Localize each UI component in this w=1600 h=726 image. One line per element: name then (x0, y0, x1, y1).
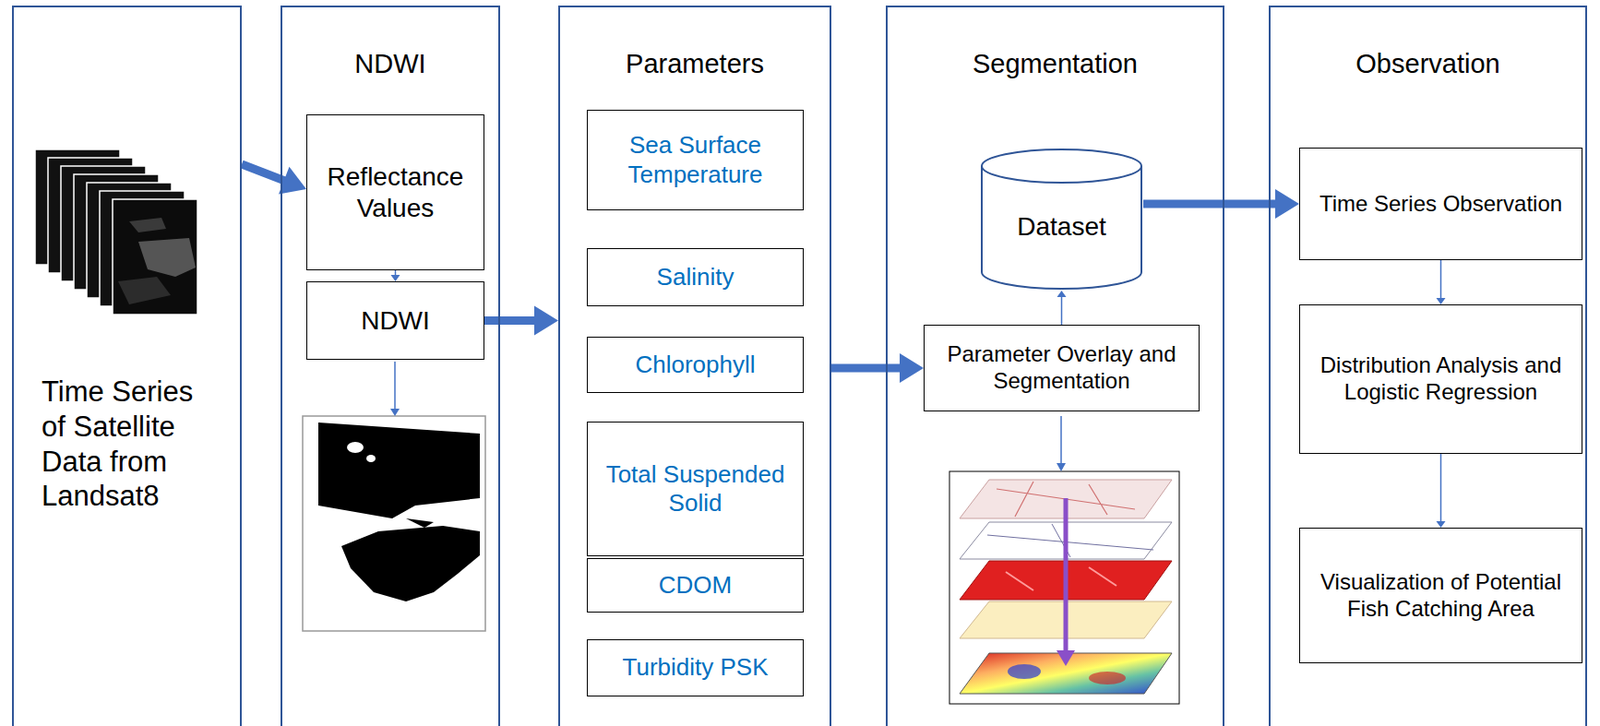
arrow-shaft (484, 316, 536, 325)
arrow-head (534, 306, 559, 336)
box-label: Salinity (587, 257, 803, 298)
step-arrow (1436, 260, 1446, 305)
database-cylinder: Dataset (979, 147, 1144, 291)
box-label: Dataset (979, 211, 1144, 291)
column-heading: Parameters (560, 47, 830, 81)
box-label: CDOM (587, 565, 803, 606)
arrow-head (1436, 298, 1446, 305)
arrow-shaft (1440, 453, 1443, 523)
arrow-head (899, 353, 924, 383)
panel-column: SegmentationDatasetParameter Overlay and… (885, 5, 1225, 726)
leader-arrow (1060, 416, 1063, 465)
arrow-head (390, 408, 400, 417)
satellite-image-stack (35, 149, 198, 315)
arrow-head (1056, 463, 1066, 472)
arrow-shaft (831, 364, 901, 373)
arrow-head (278, 167, 307, 195)
column-heading: NDWI (282, 47, 499, 81)
arrow-shaft (241, 164, 286, 181)
process-box: Time Series Observation (1299, 147, 1583, 261)
step-arrow (1057, 290, 1067, 325)
arrow-shaft (1061, 296, 1063, 325)
panel-column: ObservationTime Series ObservationDistri… (1268, 5, 1588, 726)
process-box: Reflectance Values (306, 114, 485, 271)
step-arrow (1436, 453, 1446, 528)
arrow-head (391, 274, 401, 282)
parameter-box: Sea Surface Temperature (586, 109, 804, 211)
flow-arrow (831, 353, 924, 383)
process-box: Parameter Overlay and Segmentation (923, 324, 1200, 412)
column-heading: Observation (1270, 47, 1586, 81)
box-label: NDWI (307, 299, 484, 343)
process-box: Distribution Analysis and Logistic Regre… (1299, 304, 1583, 454)
box-label: Time Series Observation (1300, 185, 1582, 224)
arrow-head (1275, 189, 1300, 219)
parameter-box: Total Suspended Solid (586, 421, 804, 557)
parameter-box: Salinity (586, 248, 804, 307)
box-label: Reflectance Values (307, 155, 484, 229)
layer-stack (949, 471, 1180, 705)
arrow-shaft (1143, 200, 1277, 209)
flow-arrow (241, 164, 307, 195)
box-label: Visualization of Potential Fish Catching… (1300, 563, 1582, 629)
parameter-box: CDOM (586, 558, 804, 613)
process-box: Visualization of Potential Fish Catching… (1299, 527, 1583, 664)
flow-arrow (484, 306, 559, 336)
column-heading: Segmentation (887, 47, 1223, 81)
panel-column: ParametersSea Surface TemperatureSalinit… (558, 5, 832, 726)
ndwi-map (302, 416, 486, 632)
arrow-head (1436, 521, 1446, 528)
panel-column: Time Series of Satellite Data from Lands… (11, 5, 242, 726)
parameter-box: Chlorophyll (586, 336, 804, 394)
step-arrow (391, 270, 401, 282)
arrow-head (1057, 290, 1067, 298)
process-box: NDWI (306, 281, 485, 360)
box-label: Sea Surface Temperature (587, 125, 803, 194)
column-heading: Time Series of Satellite Data from Lands… (41, 374, 219, 514)
parameter-box: Turbidity PSK (586, 639, 804, 697)
panel-column: NDWIReflectance ValuesNDWI (280, 5, 501, 726)
arrow-shaft (1440, 260, 1443, 299)
leader-arrow (394, 361, 396, 410)
box-label: Total Suspended Solid (587, 454, 803, 524)
box-label: Turbidity PSK (587, 647, 803, 688)
flow-arrow (1143, 189, 1300, 219)
box-label: Parameter Overlay and Segmentation (924, 335, 1199, 401)
box-label: Distribution Analysis and Logistic Regre… (1300, 346, 1582, 412)
box-label: Chlorophyll (587, 345, 803, 385)
